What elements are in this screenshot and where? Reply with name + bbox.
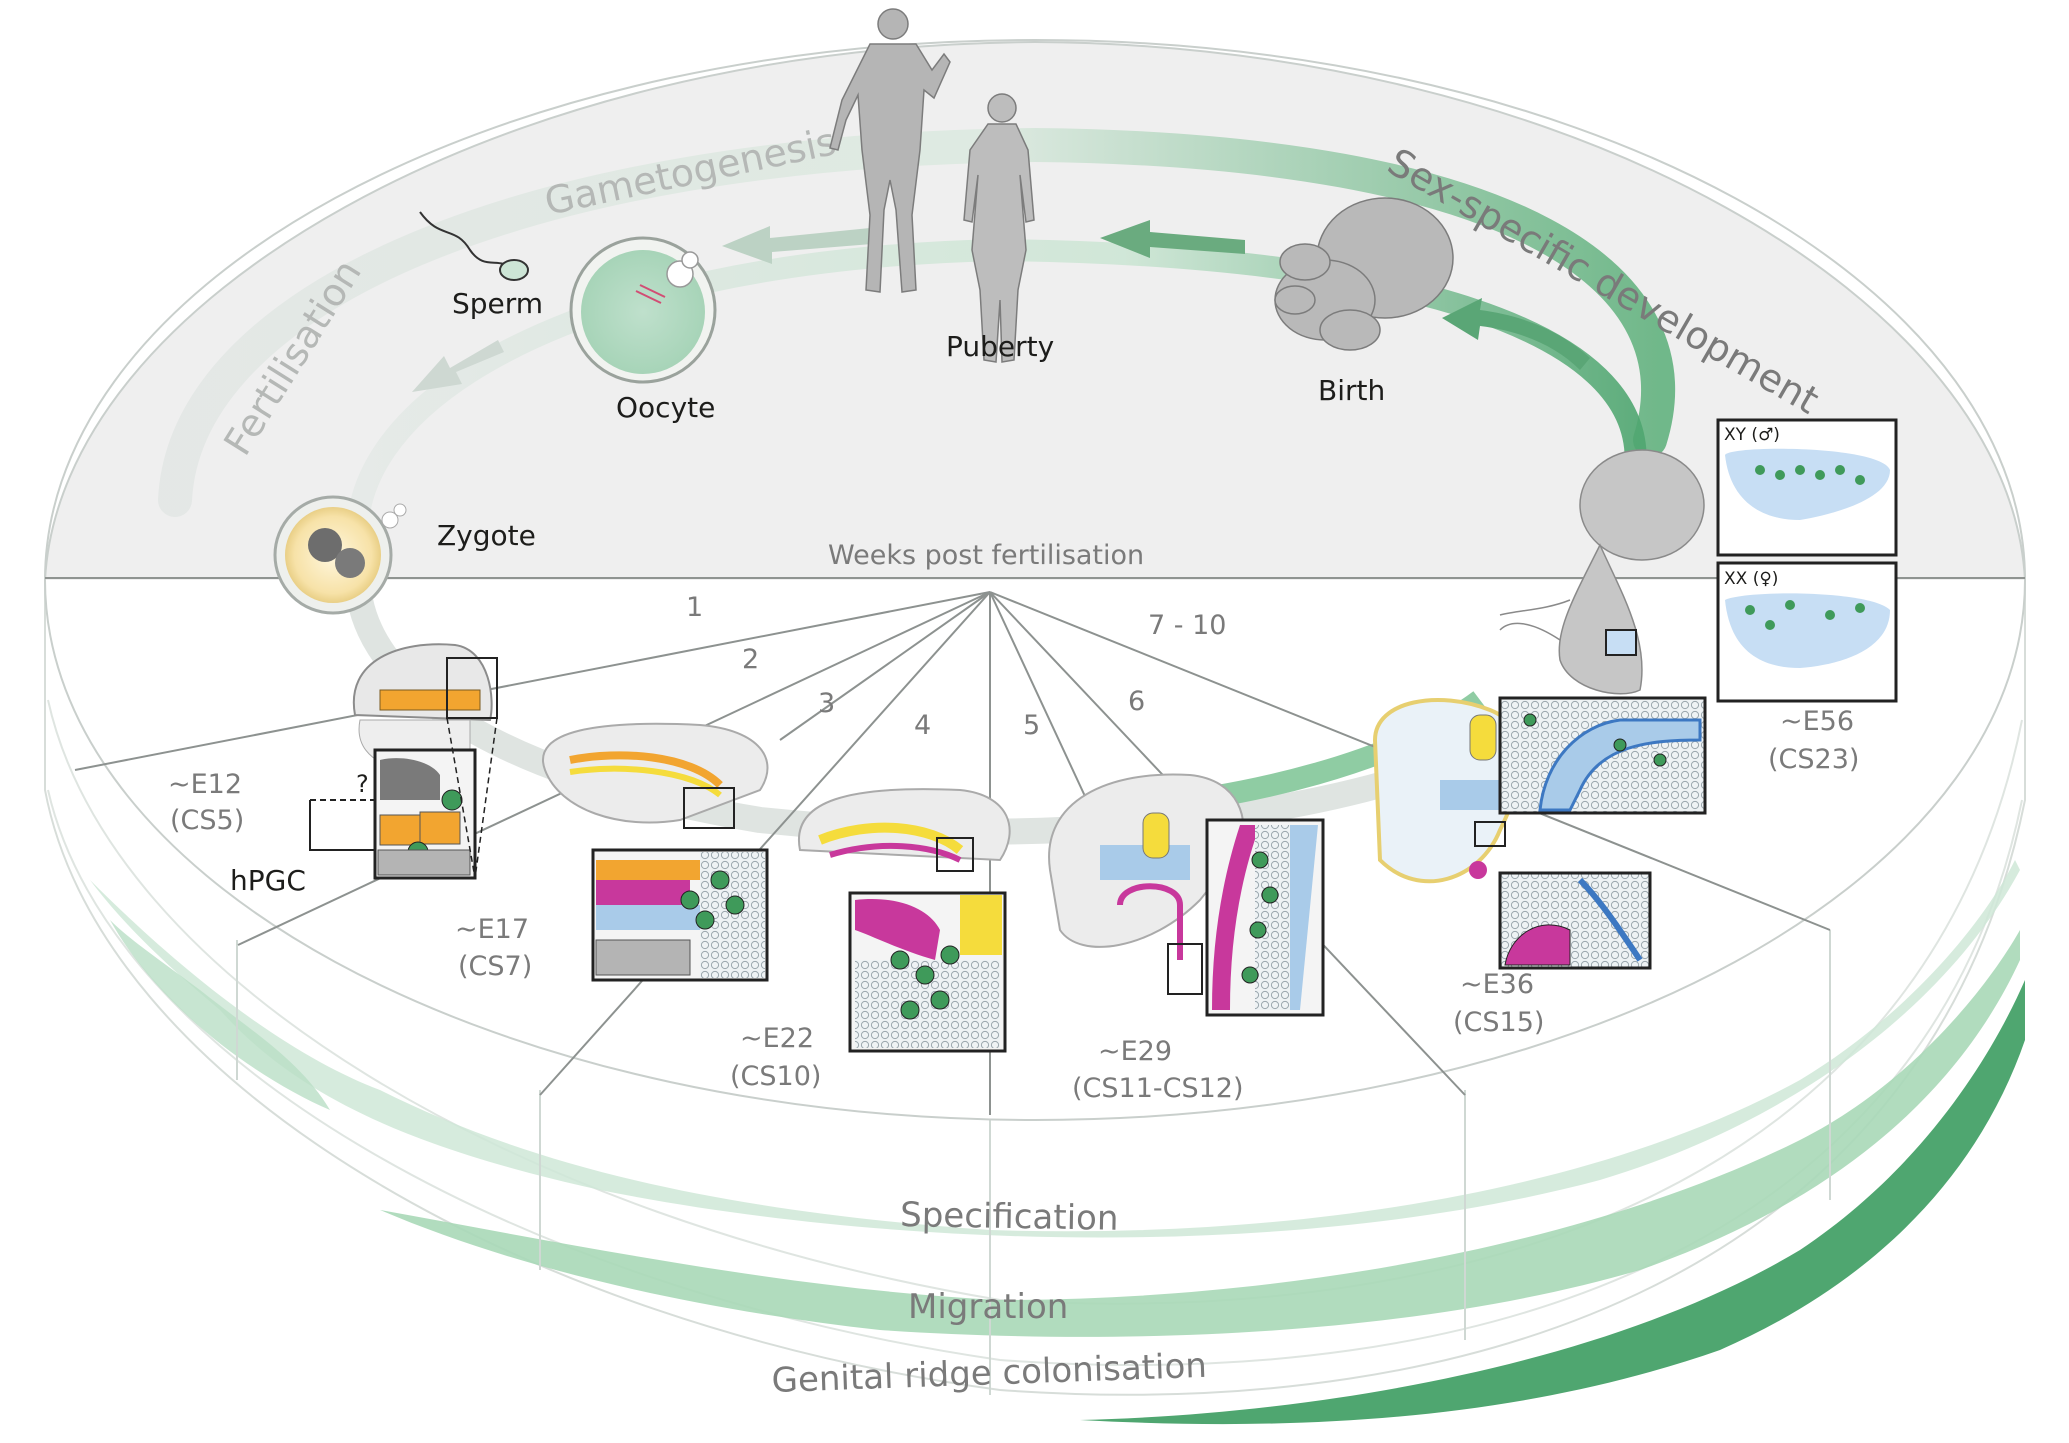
stage-cs5-cs: (CS5) <box>170 805 244 836</box>
week-6: 6 <box>1128 686 1145 717</box>
zoom-box-cs23 <box>1605 629 1637 656</box>
embryo-cs11-12 <box>1048 773 1325 1017</box>
zoom-box-cs10 <box>936 837 974 872</box>
embryo-cs15 <box>1372 696 1707 970</box>
inset-cs15-upper <box>1498 696 1707 815</box>
stage-cs23-cs: (CS23) <box>1768 744 1859 775</box>
arrow-to-oocyte <box>722 226 872 264</box>
stage-cs7-day: ~E17 <box>455 914 529 945</box>
week-7-10: 7 - 10 <box>1148 610 1226 641</box>
band-colonisation <box>1080 980 2025 1425</box>
zygote-illustration <box>273 495 407 615</box>
band-migration <box>380 930 2020 1337</box>
label-zygote: Zygote <box>437 519 536 552</box>
layer-migration: Migration <box>908 1287 1068 1327</box>
week-5: 5 <box>1023 710 1040 741</box>
zoom-box-cs11 <box>1167 943 1203 995</box>
fetus-cs23 <box>1499 449 1705 695</box>
stage-cs23-day: ~E56 <box>1780 706 1854 737</box>
inset-cs10 <box>848 891 1007 1053</box>
inset-xx <box>1716 561 1898 703</box>
label-xx: XX (♀) <box>1724 569 1778 589</box>
stage-cs15-day: ~E36 <box>1460 969 1534 1000</box>
stage-cs11-cs: (CS11-CS12) <box>1072 1073 1244 1104</box>
stage-cs10-cs: (CS10) <box>730 1061 821 1092</box>
week-3: 3 <box>818 688 835 719</box>
stage-cs7-cs: (CS7) <box>458 951 532 982</box>
inset-cs11 <box>1205 818 1325 1017</box>
inset-xy <box>1716 418 1898 557</box>
inset-cs15-lower <box>1498 871 1652 970</box>
label-hpgc: hPGC <box>230 864 306 897</box>
stage-cs15-cs: (CS15) <box>1453 1007 1544 1038</box>
sperm-illustration <box>419 211 529 281</box>
inset-cs5 <box>373 748 477 880</box>
disc-top <box>44 39 2026 1121</box>
layer-specification: Specification <box>900 1195 1119 1239</box>
week-1: 1 <box>686 592 703 623</box>
week-2: 2 <box>742 644 759 675</box>
embryo-cs7 <box>542 722 769 982</box>
stage-cs5-day: ~E12 <box>168 769 242 800</box>
label-birth: Birth <box>1318 374 1385 407</box>
inset-cs7 <box>591 848 769 982</box>
embryo-cs10 <box>797 788 1011 1053</box>
label-sperm: Sperm <box>452 287 543 320</box>
baby-illustration <box>1274 197 1454 351</box>
label-weeks-post-fertilisation: Weeks post fertilisation <box>828 540 1144 571</box>
arrow-to-birth <box>1442 298 1590 370</box>
label-xy: XY (♂) <box>1724 425 1780 445</box>
stage-cs11-day: ~E29 <box>1098 1036 1172 1067</box>
zoom-box-cs5 <box>446 657 498 719</box>
zoom-box-cs7 <box>683 787 735 829</box>
adult-male-figure <box>829 8 951 293</box>
oocyte-illustration <box>569 236 717 384</box>
arrow-to-zygote <box>412 340 504 392</box>
label-oocyte: Oocyte <box>616 391 715 424</box>
label-puberty: Puberty <box>946 330 1054 363</box>
adult-female-figure <box>963 93 1035 363</box>
zoom-box-cs15-upper <box>1474 821 1506 847</box>
stage-cs10-day: ~E22 <box>740 1023 814 1054</box>
week-4: 4 <box>914 710 931 741</box>
label-question: ? <box>356 770 369 798</box>
embryo-cs5 <box>309 643 498 880</box>
arrow-to-puberty <box>1100 220 1245 258</box>
